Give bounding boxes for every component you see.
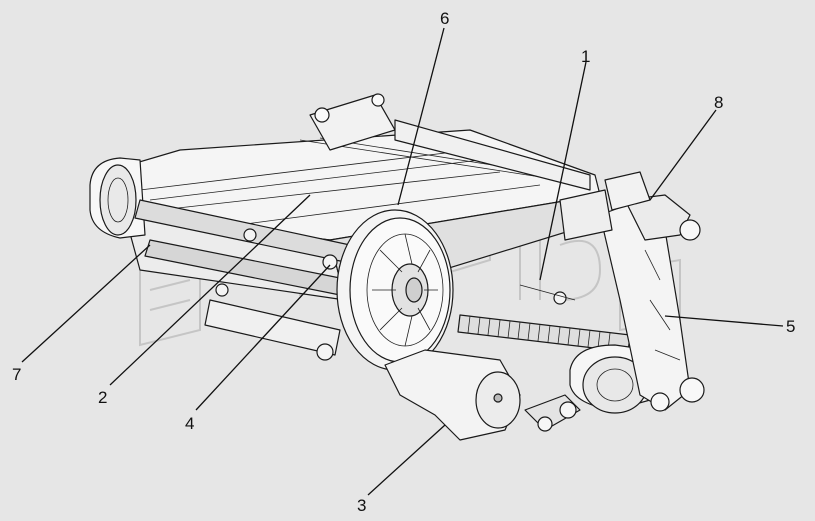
leader-line-4 — [195, 264, 331, 411]
callout-7: 7 — [12, 365, 21, 384]
callout-8: 8 — [714, 93, 723, 112]
callout-1: 1 — [581, 47, 590, 66]
callout-4: 4 — [185, 414, 194, 433]
drive-pulley — [336, 209, 454, 371]
callout-2: 2 — [98, 388, 107, 407]
leader-line-3 — [367, 424, 446, 496]
lower-gearbox — [384, 349, 581, 441]
right-drum — [569, 344, 651, 414]
leader-line-5 — [664, 315, 784, 327]
callout-3: 3 — [357, 496, 366, 515]
callout-6: 6 — [440, 9, 449, 28]
right-arm-linkage — [519, 171, 705, 412]
left-roller-housing — [89, 157, 146, 239]
leader-line-7 — [21, 244, 151, 363]
callout-5: 5 — [786, 317, 795, 336]
leader-line-6 — [397, 27, 445, 206]
leader-line-1 — [539, 61, 587, 281]
leader-line-2 — [109, 194, 311, 386]
leader-line-8 — [649, 109, 717, 201]
leader-lines — [21, 27, 784, 496]
callout-labels: 1 2 3 4 5 6 7 8 — [12, 9, 795, 515]
